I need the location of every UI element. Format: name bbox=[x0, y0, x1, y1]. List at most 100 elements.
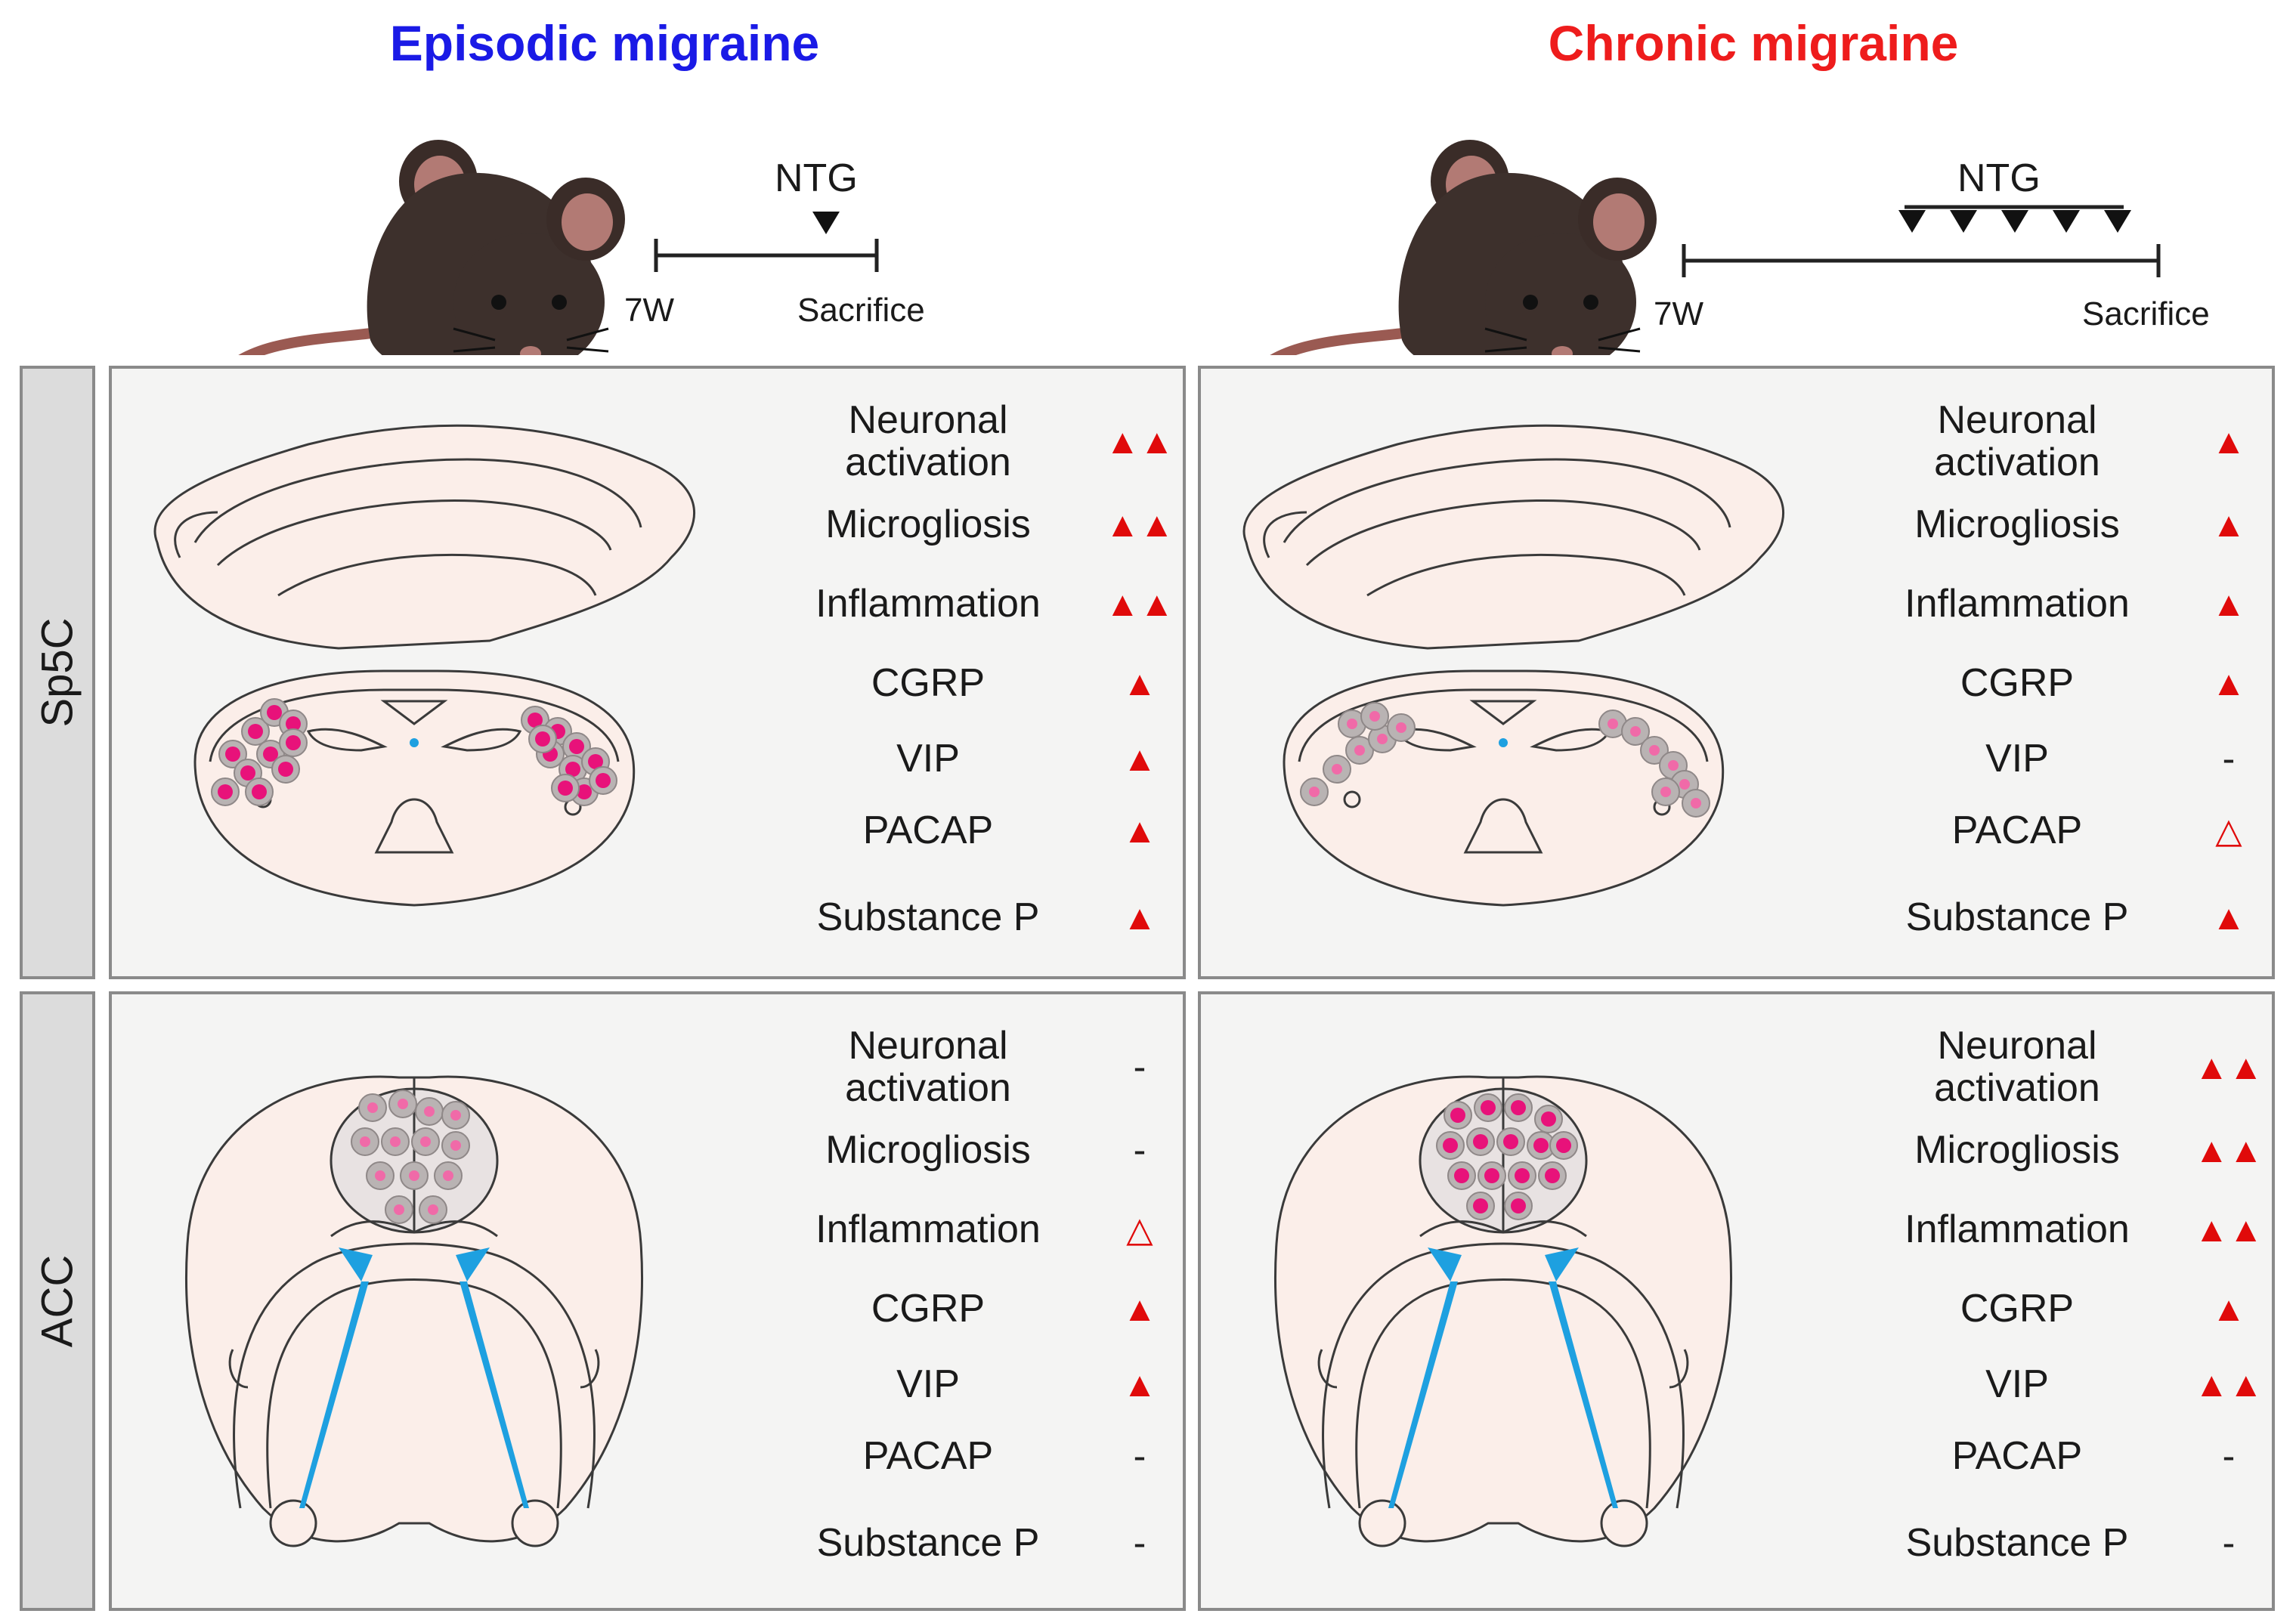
marker-change-indicator: △ bbox=[2215, 811, 2242, 850]
marker-name: Neuronal activation bbox=[1934, 398, 2100, 484]
marker-name: CGRP bbox=[1960, 661, 2075, 705]
activated-cell bbox=[385, 1195, 413, 1224]
activated-cell bbox=[351, 1127, 379, 1156]
marker-change-indicator: ▲▲ bbox=[1105, 584, 1174, 623]
marker-change-indicator: ▲ bbox=[2211, 1289, 2246, 1328]
timeline-start-episodic: 7W bbox=[624, 292, 674, 329]
activated-cell bbox=[400, 1161, 429, 1190]
marker-list: Neuronal activation▲Microgliosis▲Inflamm… bbox=[1201, 369, 2272, 976]
marker-list: Neuronal activation▲▲Microgliosis▲▲Infla… bbox=[112, 369, 1183, 976]
timeline-start-chronic: 7W bbox=[1654, 295, 1703, 332]
activated-cell bbox=[218, 740, 247, 768]
chronic-title: Chronic migraine bbox=[1548, 15, 1959, 71]
acc-cells bbox=[1436, 1093, 1578, 1220]
activated-cell bbox=[1323, 755, 1351, 784]
coronal-section-chronic bbox=[1273, 1075, 1733, 1547]
activated-cell bbox=[1466, 1127, 1495, 1156]
activated-cell bbox=[1640, 736, 1669, 765]
mouse-illustration-episodic bbox=[185, 140, 625, 355]
marker-change-indicator: - bbox=[2222, 1522, 2236, 1564]
region-label-acc: ACC bbox=[32, 1254, 82, 1348]
activated-cell bbox=[441, 1101, 470, 1130]
marker-change-indicator: - bbox=[1133, 1129, 1146, 1171]
central-canal bbox=[1499, 738, 1508, 747]
marker-name: VIP bbox=[1985, 737, 2049, 781]
activated-cell bbox=[1527, 1131, 1555, 1160]
header-illustrations bbox=[0, 0, 2161, 355]
region-tab-sp5c: Sp5C bbox=[20, 366, 95, 979]
activated-cell bbox=[1444, 1101, 1472, 1130]
activated-cell bbox=[1504, 1192, 1533, 1220]
marker-list: Neuronal activation ▲▲ Microgliosis ▲▲ Infla… bbox=[1201, 994, 2272, 1608]
ntg-dose-marker bbox=[812, 212, 840, 234]
activated-cell bbox=[1478, 1161, 1506, 1190]
activated-cell bbox=[1598, 709, 1627, 738]
marker-name: PACAP bbox=[862, 808, 994, 852]
activated-cell bbox=[1300, 777, 1329, 806]
marker-name: Inflammation bbox=[815, 582, 1041, 626]
ntg-label-chronic: NTG bbox=[1957, 156, 2041, 200]
marker-change-indicator: ▲ bbox=[2211, 584, 2246, 623]
marker-name: Inflammation bbox=[1905, 582, 2130, 626]
acc-cells bbox=[351, 1090, 470, 1224]
activated-cell bbox=[245, 777, 274, 806]
marker-change-indicator: ▲▲ bbox=[2194, 1130, 2264, 1170]
panel-chronic-sp5c: Neuronal activation▲Microgliosis▲Inflamm… bbox=[1198, 366, 2275, 979]
timeline-end-chronic: Sacrifice bbox=[2082, 295, 2210, 332]
marker-change-indicator: ▲▲ bbox=[1105, 505, 1174, 544]
ntg-label-episodic: NTG bbox=[775, 156, 858, 200]
activated-cell bbox=[589, 766, 617, 795]
activated-cell bbox=[1436, 1131, 1465, 1160]
marker-name: PACAP bbox=[1951, 808, 2083, 852]
activated-cell bbox=[1534, 1105, 1563, 1133]
marker-name: VIP bbox=[896, 1362, 960, 1406]
marker-name: CGRP bbox=[871, 661, 986, 705]
activated-cell bbox=[279, 728, 308, 757]
panel-episodic-sp5c: Neuronal activation▲▲Microgliosis▲▲Infla… bbox=[109, 366, 1186, 979]
marker-name: Substance P bbox=[1905, 895, 2129, 939]
activated-cell bbox=[419, 1195, 447, 1224]
activated-cell bbox=[1345, 736, 1374, 765]
marker-change-indicator: ▲ bbox=[2211, 663, 2246, 703]
central-canal bbox=[410, 738, 419, 747]
activated-cell bbox=[551, 774, 580, 802]
marker-name: VIP bbox=[896, 737, 960, 781]
activated-cell bbox=[366, 1161, 395, 1190]
timeline-chronic bbox=[1682, 205, 2161, 277]
sp5c-cells bbox=[211, 698, 617, 806]
activated-cell bbox=[358, 1093, 387, 1122]
activated-cell bbox=[1447, 1161, 1476, 1190]
activated-cell bbox=[1496, 1127, 1525, 1156]
marker-name: Inflammation bbox=[1905, 1207, 2130, 1251]
coronal-section-episodic bbox=[184, 1075, 644, 1547]
marker-name: Microgliosis bbox=[1914, 1128, 2120, 1172]
marker-change-indicator: ▲▲ bbox=[1105, 422, 1174, 461]
brainstem-section-episodic bbox=[153, 424, 696, 907]
marker-change-indicator: - bbox=[1133, 1522, 1146, 1564]
activated-cell bbox=[528, 725, 557, 753]
marker-name: PACAP bbox=[862, 1434, 994, 1478]
marker-change-indicator: - bbox=[1133, 1046, 1146, 1088]
marker-list: Neuronal activation-Microgliosis-Inflamm… bbox=[112, 994, 1183, 1608]
marker-change-indicator: ▲▲ bbox=[2194, 1365, 2264, 1404]
lateral-ventricles bbox=[299, 1247, 529, 1508]
activated-cell bbox=[1549, 1131, 1578, 1160]
marker-name: Neuronal activation bbox=[1934, 1024, 2100, 1110]
marker-change-indicator: ▲ bbox=[1122, 811, 1157, 850]
activated-cell bbox=[1538, 1161, 1567, 1190]
activated-cell bbox=[1621, 717, 1650, 746]
marker-change-indicator: - bbox=[2222, 737, 2236, 780]
region-tab-acc: ACC bbox=[20, 991, 95, 1611]
activated-cell bbox=[271, 755, 300, 784]
marker-name: Substance P bbox=[816, 1521, 1040, 1565]
marker-name: VIP bbox=[1985, 1362, 2049, 1406]
marker-name: Inflammation bbox=[815, 1207, 1041, 1251]
marker-name: Substance P bbox=[1905, 1521, 2129, 1565]
marker-name: Microgliosis bbox=[825, 502, 1031, 546]
activated-cell bbox=[1508, 1161, 1536, 1190]
ntg-dose-markers bbox=[1898, 210, 2131, 233]
activated-cell bbox=[1682, 789, 1710, 818]
marker-change-indicator: △ bbox=[1126, 1210, 1153, 1249]
marker-change-indicator: ▲ bbox=[1122, 663, 1157, 703]
activated-cell bbox=[241, 717, 270, 746]
